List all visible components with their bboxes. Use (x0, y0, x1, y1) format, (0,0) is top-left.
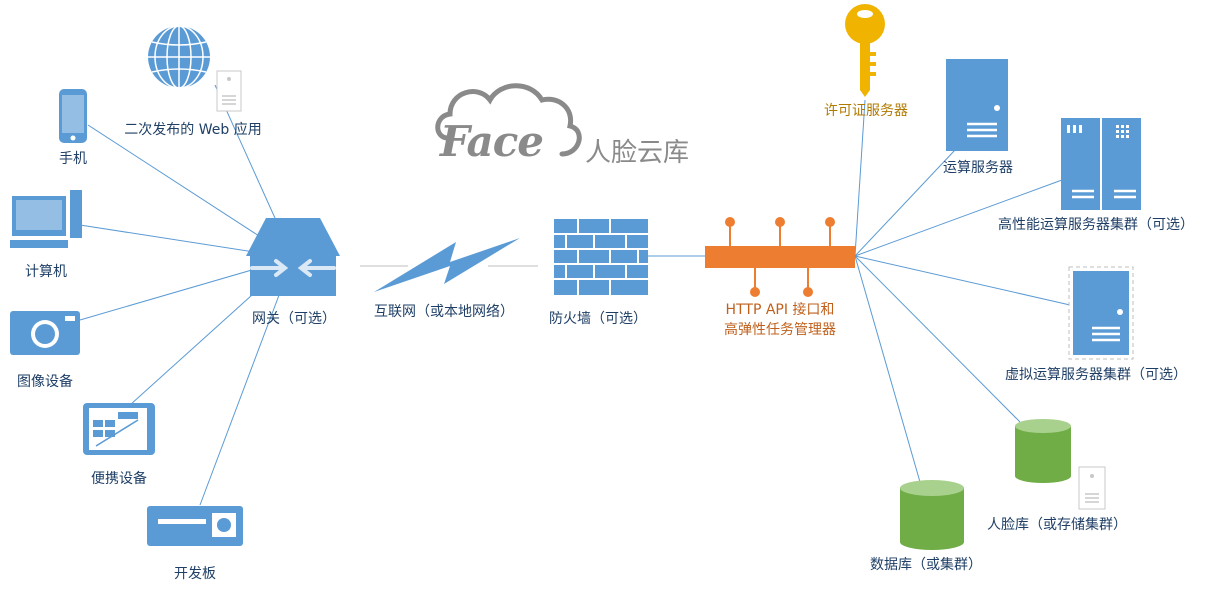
link-api-hpc (854, 179, 1063, 257)
phone-icon (59, 89, 87, 143)
computer-label: 计算机 (25, 264, 67, 280)
camera-icon (10, 311, 80, 355)
link-api-database (854, 255, 921, 483)
web-server-icon (216, 70, 242, 112)
link-devboard-gateway (199, 257, 294, 506)
logo-subtitle: 人脸云库 (585, 138, 690, 168)
database-label: 数据库（或集群） (870, 557, 982, 573)
virtual-label: 虚拟运算服务器集群（可选） (1005, 367, 1187, 383)
api-bus-icon (705, 217, 855, 297)
virtual-cluster-icon (1068, 266, 1134, 360)
devboard-label: 开发板 (174, 566, 216, 582)
globe-icon (148, 25, 210, 89)
facedb-label: 人脸库（或存储集群） (987, 517, 1127, 533)
database-icon (900, 480, 964, 550)
portable-label: 便携设备 (91, 471, 147, 487)
cloud-logo-icon (435, 83, 582, 157)
logo-brand: Face (440, 117, 544, 166)
link-api-facedb (854, 255, 1021, 423)
web-app-label: 二次发布的 Web 应用 (124, 122, 262, 138)
api-label-line1: HTTP API 接口和 (725, 302, 835, 318)
tablet-icon (83, 403, 155, 455)
key-icon (845, 4, 885, 97)
link-api-compute (854, 149, 956, 257)
phone-label: 手机 (59, 151, 87, 167)
gateway-icon (246, 218, 340, 296)
compute-server-icon (946, 59, 1008, 151)
firewall-label: 防火墙（可选） (549, 311, 647, 327)
firewall-icon (554, 219, 648, 295)
internet-label: 互联网（或本地网络） (374, 304, 514, 320)
compute-label: 运算服务器 (943, 160, 1013, 176)
license-label: 许可证服务器 (824, 103, 908, 119)
camera-label: 图像设备 (17, 374, 73, 390)
api-label-line2: 高弹性任务管理器 (724, 322, 836, 338)
hpc-label: 高性能运算服务器集群（可选） (998, 217, 1194, 233)
dev-board-icon (147, 506, 243, 546)
face-db-icon (1015, 419, 1071, 483)
gateway-label: 网关（可选） (252, 311, 336, 327)
face-db-server-icon (1078, 466, 1106, 510)
hpc-cluster-icon (1061, 118, 1141, 210)
link-api-virtual (854, 255, 1071, 306)
link-api-license (854, 99, 866, 257)
computer-icon (10, 190, 82, 248)
lightning-icon (374, 238, 520, 292)
